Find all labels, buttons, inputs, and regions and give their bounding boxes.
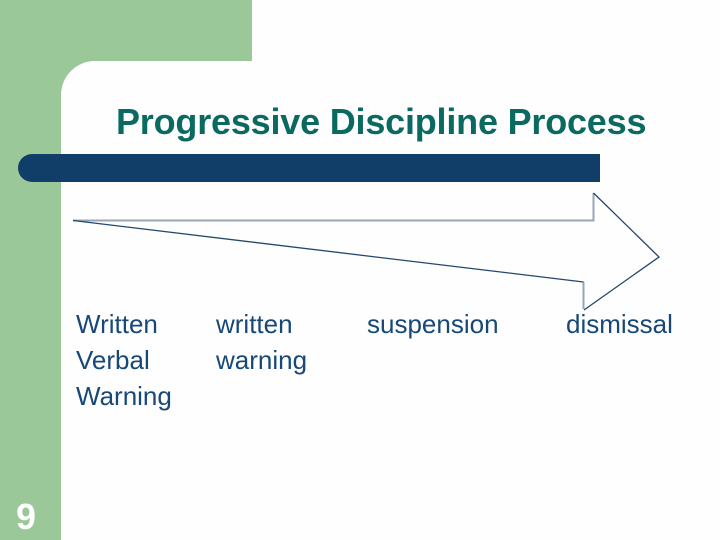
- stage-label: Written: [76, 309, 158, 339]
- page-number: 9: [16, 496, 37, 537]
- stage-label: dismissal: [566, 309, 673, 339]
- stage-label: written: [216, 309, 293, 339]
- process-arrow-light-edges: [73, 193, 595, 309]
- stage-label: Warning: [76, 381, 172, 411]
- stage-label: Verbal: [76, 345, 150, 375]
- title-underline-bar: [18, 154, 600, 182]
- stage-label: suspension: [367, 309, 499, 339]
- accent-left-strip: [0, 0, 61, 540]
- process-arrow-dark-edges: [72, 192, 661, 311]
- content-panel: [61, 61, 720, 540]
- stage-label: warning: [216, 345, 308, 375]
- slide-title: Progressive Discipline Process: [116, 101, 647, 142]
